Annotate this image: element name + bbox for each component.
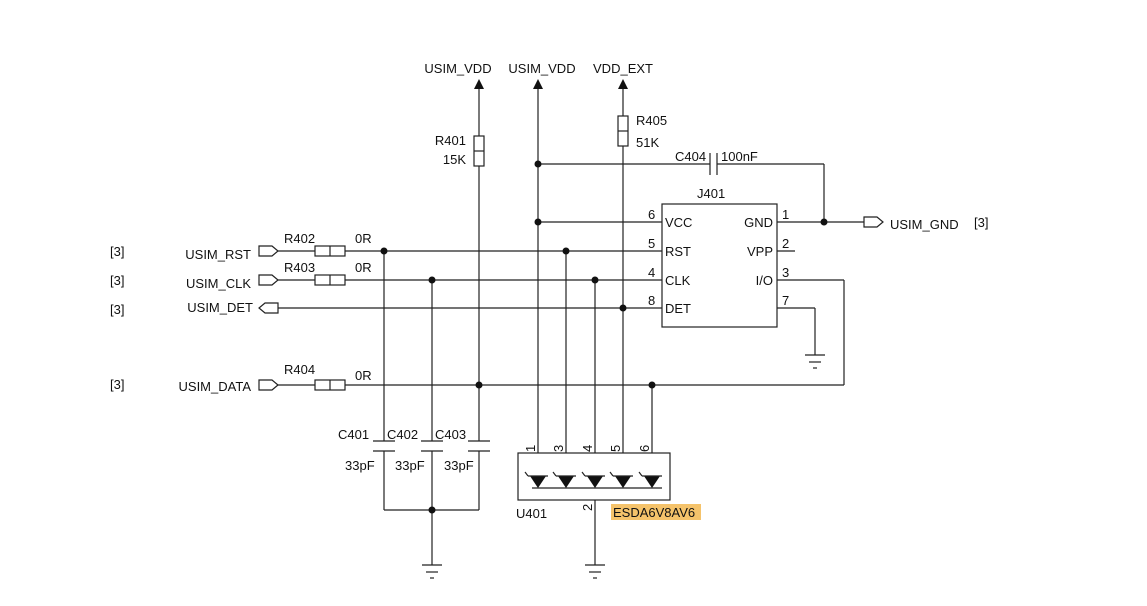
connector-pin-name: VPP (747, 244, 773, 259)
capacitor-c401-value: 33pF (345, 458, 375, 473)
ground-icon (585, 564, 605, 579)
resistor-r404-value: 0R (355, 368, 372, 383)
port-arrow-icon (258, 245, 279, 257)
connector-pin-number: 8 (648, 293, 655, 308)
ground-icon (805, 354, 825, 369)
port-gnd-label: USIM_GND (890, 217, 959, 232)
connector-pin-name: GND (744, 215, 773, 230)
port-rst-sheet-ref: [3] (110, 244, 124, 259)
resistor-r403-ref: R403 (284, 260, 315, 275)
esd-pin-number: 1 (523, 445, 538, 452)
resistor-r401-ref: R401 (435, 133, 466, 148)
capacitor-c402-value: 33pF (395, 458, 425, 473)
esd-pin-number: 5 (608, 445, 623, 452)
power-arrow-icon (618, 79, 628, 89)
power-arrow-icon (533, 79, 543, 89)
power-label-vdd-ext: VDD_EXT (593, 61, 653, 76)
capacitor-c401-ref: C401 (338, 427, 369, 442)
capacitor-c403-ref: C403 (435, 427, 466, 442)
resistor-r403-value: 0R (355, 260, 372, 275)
esd-diodes (524, 471, 662, 488)
port-arrow-icon (258, 302, 279, 314)
port-arrow-icon (258, 274, 279, 286)
capacitor-c403-value: 33pF (444, 458, 474, 473)
connector-pin-number: 4 (648, 265, 655, 280)
connector-pin-name: I/O (756, 273, 773, 288)
esd-pin-number: 4 (580, 445, 595, 452)
connector-pin-number: 5 (648, 236, 655, 251)
esd-pin-number: 3 (551, 445, 566, 452)
capacitor-c402-symbol (421, 440, 443, 452)
connector-pin-name: CLK (665, 273, 691, 288)
resistor-r402-value: 0R (355, 231, 372, 246)
connector-pin-number: 6 (648, 207, 655, 222)
port-rst-label: USIM_RST (185, 247, 251, 262)
connector-pin-name: DET (665, 301, 691, 316)
port-gnd-sheet-ref: [3] (974, 215, 988, 230)
power-label-usim-vdd-right: USIM_VDD (508, 61, 575, 76)
junction-dots (380, 160, 828, 514)
esd-part-highlight (611, 504, 701, 520)
resistor-r405-value: 51K (636, 135, 659, 150)
connector-j401-ref: J401 (697, 186, 725, 201)
port-det-sheet-ref: [3] (110, 302, 124, 317)
esd-pin-number: 6 (637, 445, 652, 452)
connector-pin-number: 1 (782, 207, 789, 222)
connector-pin-number: 3 (782, 265, 789, 280)
connector-pin-number: 7 (782, 293, 789, 308)
power-arrow-icon (474, 79, 484, 89)
port-data-sheet-ref: [3] (110, 377, 124, 392)
resistor-r404-ref: R404 (284, 362, 315, 377)
resistor-r402-ref: R402 (284, 231, 315, 246)
power-label-usim-vdd-left: USIM_VDD (424, 61, 491, 76)
capacitor-c404-ref: C404 (675, 149, 706, 164)
port-clk-sheet-ref: [3] (110, 273, 124, 288)
capacitor-c403-symbol (468, 440, 490, 452)
ground-icon (422, 564, 442, 579)
capacitor-c401-symbol (373, 440, 395, 452)
esd-pin-number: 2 (580, 504, 595, 511)
connector-pin-name: RST (665, 244, 691, 259)
port-data-label: USIM_DATA (179, 379, 252, 394)
esd-part-number: ESDA6V8AV6 (613, 505, 695, 520)
resistor-r401-value: 15K (443, 152, 466, 167)
resistor-r405-ref: R405 (636, 113, 667, 128)
connector-pin-number: 2 (782, 236, 789, 251)
port-arrow-icon (258, 379, 279, 391)
capacitor-c404-value: 100nF (721, 149, 758, 164)
port-det-label: USIM_DET (187, 300, 253, 315)
wires (278, 89, 864, 565)
port-arrow-icon (863, 216, 884, 228)
port-clk-label: USIM_CLK (186, 276, 251, 291)
capacitor-c404-symbol (709, 153, 718, 175)
capacitor-c402-ref: C402 (387, 427, 418, 442)
connector-pin-name: VCC (665, 215, 692, 230)
connector-j401-body (661, 203, 778, 328)
esd-u401-ref: U401 (516, 506, 547, 521)
